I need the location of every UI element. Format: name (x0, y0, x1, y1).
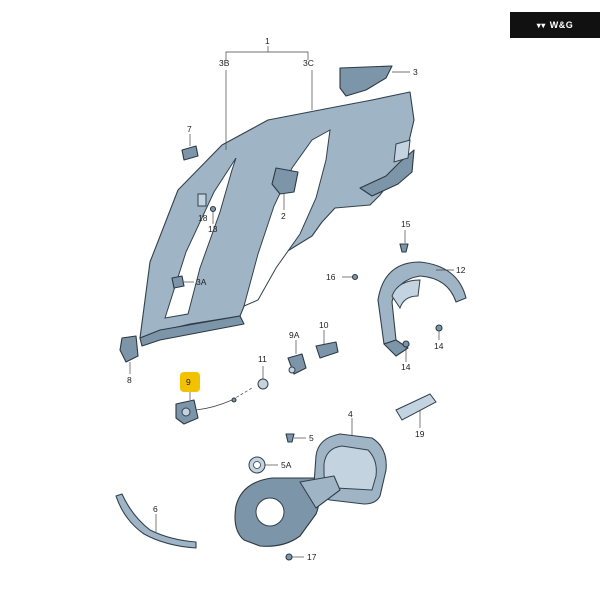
callout-3A: 3A (196, 277, 207, 287)
clip-15: 15 (399, 219, 411, 253)
clip-14b: 14 (401, 340, 411, 372)
highlight-marker (180, 372, 200, 392)
callout-1: 1 (265, 36, 270, 46)
bracket-2: 2 (271, 167, 299, 221)
brand-text: W&G (549, 20, 574, 30)
bracket-10: 10 (315, 320, 339, 359)
drain-hose-6: 6 (115, 493, 197, 549)
callout-4: 4 (348, 409, 353, 419)
callout-11: 11 (258, 354, 267, 364)
clip-14a: 14 (434, 324, 444, 351)
wheel-liner-12: 12 (377, 261, 467, 357)
callout-3B: 3B (219, 58, 230, 68)
callout-13: 13 (208, 224, 218, 234)
callout-5: 5 (309, 433, 314, 443)
callout-18: 18 (198, 213, 208, 223)
callout-12: 12 (456, 265, 466, 275)
strut-19: 19 (395, 393, 437, 439)
trim-piece-3: 3 (339, 65, 418, 97)
screw-16: 16 (326, 272, 359, 282)
fastener-18-13: 18 13 (197, 193, 218, 234)
part-3A: 3A (171, 275, 207, 289)
callout-9: 9 (186, 377, 191, 387)
callout-7: 7 (187, 124, 192, 134)
callout-14b: 14 (401, 362, 411, 372)
part-5: 5 (285, 433, 314, 443)
callout-5A: 5A (281, 460, 292, 470)
screw-17: 17 (285, 552, 317, 562)
callout-8: 8 (127, 375, 132, 385)
callout-6: 6 (153, 504, 158, 514)
wheel-logo-icon: ▾▾ (536, 20, 546, 30)
side-panel (139, 91, 415, 347)
filler-housing (234, 475, 341, 547)
grommet-11: 11 (257, 354, 269, 390)
actuator-9A: 9A (287, 330, 307, 375)
clip-7: 7 (181, 124, 199, 161)
actuator-9: 9 (175, 372, 253, 425)
callout-15: 15 (401, 219, 411, 229)
callout-19: 19 (415, 429, 425, 439)
callout-10: 10 (319, 320, 329, 330)
brand-badge: ▾▾ W&G (510, 12, 600, 38)
callout-17: 17 (307, 552, 317, 562)
callout-16: 16 (326, 272, 336, 282)
callout-14a: 14 (434, 341, 444, 351)
seal-5A: 5A (248, 456, 292, 474)
bracket-8: 8 (119, 335, 139, 385)
callout-group-1: 1 3B 3C (219, 36, 314, 150)
callout-9A: 9A (289, 330, 300, 340)
callout-3: 3 (413, 67, 418, 77)
callout-2: 2 (281, 211, 286, 221)
callout-3C: 3C (303, 58, 314, 68)
